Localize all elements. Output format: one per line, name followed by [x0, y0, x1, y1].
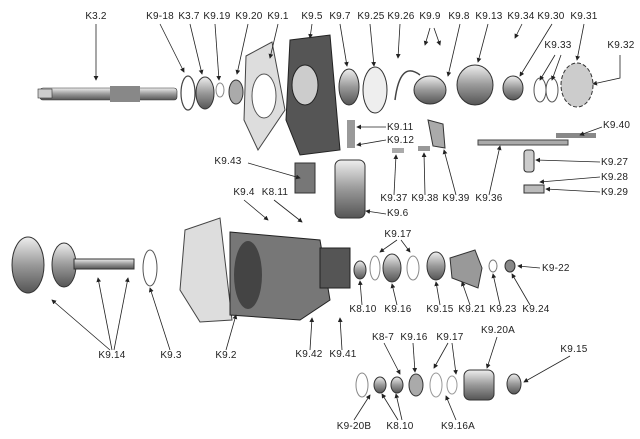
callout-k9-11: K9.11	[387, 122, 414, 133]
callout-k9-15-lower: K9.15	[560, 344, 588, 355]
callout-k9-36: K9.36	[475, 193, 503, 204]
callout-k9-20: K9.20	[235, 11, 263, 22]
bearing	[195, 76, 215, 110]
callout-k9-13: K9.13	[475, 11, 503, 22]
callout-k8-11: K8.11	[261, 187, 289, 198]
callout-k9-42: K9.42	[295, 349, 323, 360]
callout-k9-18: K9-18	[146, 11, 174, 22]
callout-k8-10-upper: K8.10	[349, 304, 377, 315]
callout-k9-20a: K9.20A	[480, 325, 516, 336]
washer	[215, 82, 225, 98]
callout-k9-17-upper: K9.17	[384, 229, 412, 240]
snap-ring	[180, 75, 196, 111]
callout-k9-8: K9.8	[448, 11, 470, 22]
callout-k9-25: K9.25	[357, 11, 385, 22]
callout-k9-2: K9.2	[215, 350, 237, 361]
callout-k9-6: K9.6	[387, 208, 409, 219]
callout-k9-7: K9.7	[329, 11, 351, 22]
callout-k8-7: K8-7	[372, 332, 394, 343]
plate	[362, 66, 388, 114]
gasket-lower	[179, 217, 233, 323]
callout-k9-28: K9.28	[601, 172, 629, 183]
callout-k9-27: K9.27	[601, 157, 629, 168]
callout-k9-22: K9-22	[542, 263, 570, 274]
mainshaft	[37, 86, 178, 102]
callout-k9-1: K9.1	[267, 11, 289, 22]
callout-k9-16-upper: K9.16	[384, 304, 412, 315]
callout-k9-12: K9.12	[387, 135, 415, 146]
callout-k9-16a: K9.16A	[440, 421, 476, 432]
callout-k9-23: K9.23	[489, 304, 517, 315]
callout-k9-33: K9.33	[544, 40, 572, 51]
callout-k9-40: K9.40	[603, 120, 631, 131]
solenoid	[334, 159, 366, 219]
roller-cage	[560, 62, 594, 108]
callout-k9-5: K9.5	[301, 11, 323, 22]
callout-k9-41: K9.41	[329, 349, 357, 360]
sliding-gear	[413, 75, 447, 105]
callout-k9-19: K9.19	[203, 11, 231, 22]
callout-k3-2: K3.2	[85, 11, 107, 22]
callout-k9-32: K9.32	[607, 40, 635, 51]
gear	[338, 68, 360, 106]
callout-k9-9: K9.9	[419, 11, 441, 22]
clutch-ring	[456, 64, 494, 106]
callout-k9-15-upper: K9.15	[426, 304, 454, 315]
callout-k9-21: K9.21	[458, 304, 486, 315]
drum	[11, 236, 45, 294]
callout-k8-10-lower: K8.10	[386, 421, 414, 432]
shift-rod	[477, 139, 569, 146]
callout-k9-20b: K9-20B	[336, 421, 372, 432]
callout-k3-7: K3.7	[178, 11, 200, 22]
callout-k9-38: K9.38	[411, 193, 439, 204]
callout-k9-14: K9.14	[98, 350, 126, 361]
callout-k9-26: K9.26	[387, 11, 415, 22]
callout-k9-3: K9.3	[160, 350, 182, 361]
callout-k9-43: K9.43	[214, 156, 242, 167]
callout-k9-24: K9.24	[522, 304, 550, 315]
callout-k9-30: K9.30	[537, 11, 565, 22]
callout-k9-37: K9.37	[380, 193, 408, 204]
seal	[228, 79, 244, 105]
callout-k9-34: K9.34	[507, 11, 535, 22]
callout-k9-17-lower: K9.17	[436, 332, 464, 343]
callout-k9-31: K9.31	[570, 11, 598, 22]
callout-k9-29: K9.29	[601, 187, 629, 198]
yoke	[449, 249, 483, 289]
callout-k9-16-lower: K9.16	[400, 332, 428, 343]
callout-k9-39: K9.39	[442, 193, 470, 204]
output-shaft	[73, 258, 135, 270]
callout-k9-4: K9.4	[233, 187, 255, 198]
